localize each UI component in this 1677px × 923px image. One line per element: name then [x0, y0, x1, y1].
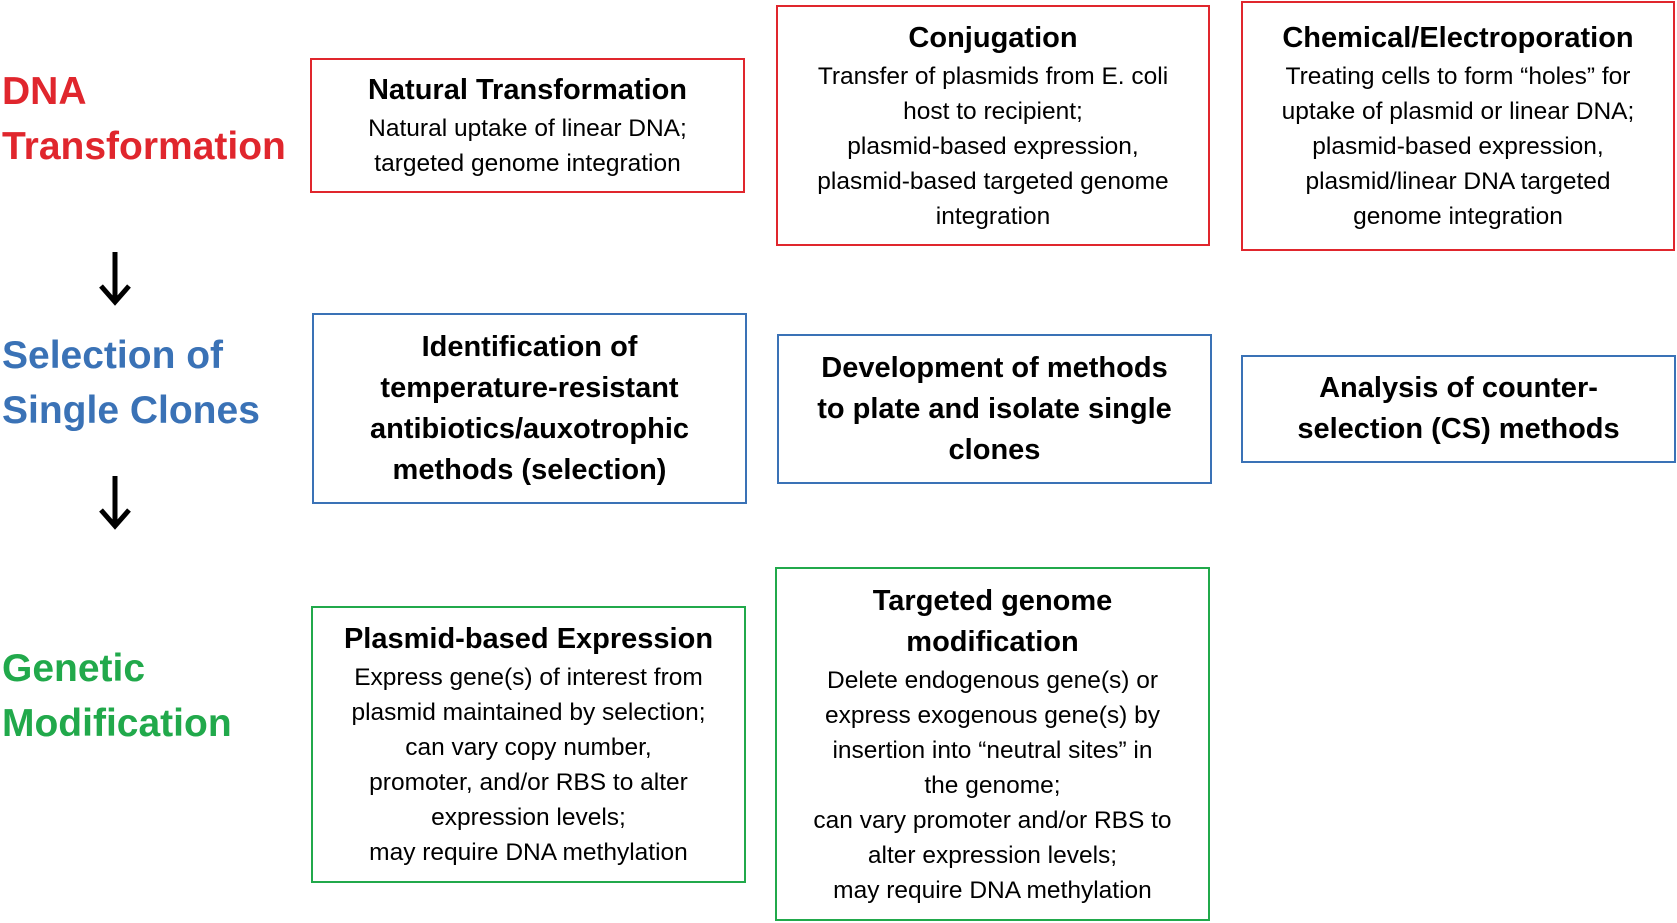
- stage-label-line: Transformation: [2, 125, 286, 168]
- box-body: Delete endogenous gene(s) or express exo…: [813, 666, 1172, 904]
- chemical-electroporation-box: Chemical/Electroporation Treating cells …: [1241, 1, 1675, 251]
- stage-label-selection-of-single-clones: Selection of Single Clones: [2, 328, 260, 438]
- box-body: Natural uptake of linear DNA; targeted g…: [368, 115, 687, 177]
- conjugation-box: Conjugation Transfer of plasmids from E.…: [776, 5, 1210, 246]
- stage-label-line: Modification: [2, 702, 232, 745]
- development-methods-box: Development of methods to plate and isol…: [777, 334, 1212, 484]
- natural-transformation-box: Natural Transformation Natural uptake of…: [310, 58, 745, 193]
- box-body: Transfer of plasmids from E. coli host t…: [817, 62, 1169, 230]
- box-title: Analysis of counter- selection (CS) meth…: [1297, 372, 1620, 445]
- box-title: Chemical/Electroporation: [1282, 22, 1634, 54]
- box-title: Natural Transformation: [367, 74, 688, 106]
- box-title: Development of methods to plate and isol…: [817, 351, 1172, 466]
- stage-label-line: Selection of: [2, 334, 224, 377]
- down-arrow-icon: [99, 476, 131, 530]
- identification-selection-box: Identification of temperature-resistant …: [312, 313, 747, 504]
- counter-selection-analysis-box: Analysis of counter- selection (CS) meth…: [1241, 355, 1676, 463]
- box-body: Express gene(s) of interest from plasmid…: [351, 664, 706, 866]
- box-body: Treating cells to form “holes” for uptak…: [1281, 63, 1635, 230]
- down-arrow-icon: [99, 252, 131, 306]
- plasmid-based-expression-box: Plasmid-based Expression Express gene(s)…: [311, 606, 746, 883]
- box-title: Identification of temperature-resistant …: [369, 330, 690, 486]
- stage-label-genetic-modification: Genetic Modification: [2, 641, 232, 751]
- box-title: Conjugation: [908, 21, 1078, 54]
- box-title: Targeted genome modification: [872, 584, 1113, 658]
- stage-label-line: DNA: [2, 70, 87, 113]
- box-title: Plasmid-based Expression: [343, 623, 714, 655]
- targeted-genome-modification-box: Targeted genome modification Delete endo…: [775, 567, 1210, 921]
- stage-label-line: Single Clones: [2, 389, 260, 432]
- stage-label-dna-transformation: DNA Transformation: [2, 64, 286, 174]
- stage-label-line: Genetic: [2, 647, 146, 690]
